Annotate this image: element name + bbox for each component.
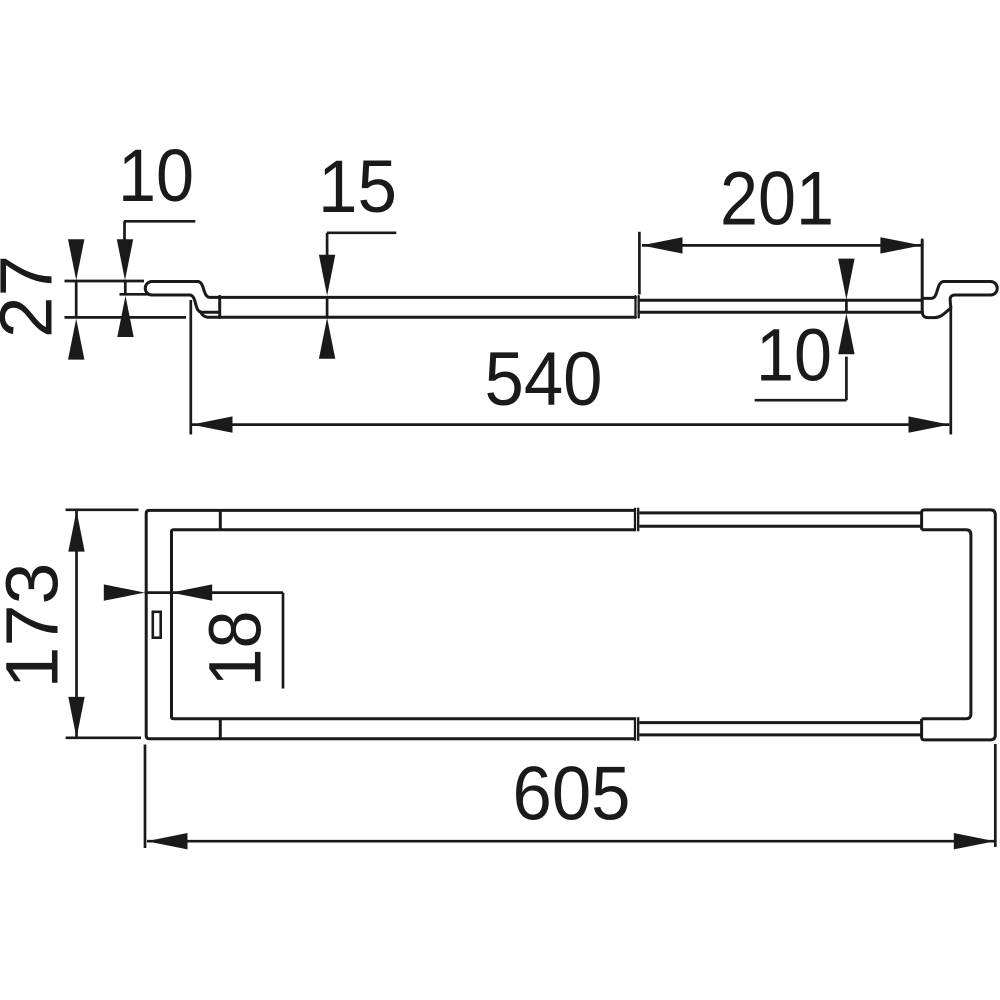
svg-text:605: 605 xyxy=(513,752,631,837)
svg-text:173: 173 xyxy=(0,563,74,689)
svg-text:27: 27 xyxy=(0,255,68,338)
svg-text:15: 15 xyxy=(318,145,397,228)
svg-text:18: 18 xyxy=(194,611,277,687)
svg-text:201: 201 xyxy=(720,157,834,242)
svg-text:10: 10 xyxy=(756,314,832,397)
svg-text:10: 10 xyxy=(118,134,194,217)
svg-text:540: 540 xyxy=(485,337,603,422)
